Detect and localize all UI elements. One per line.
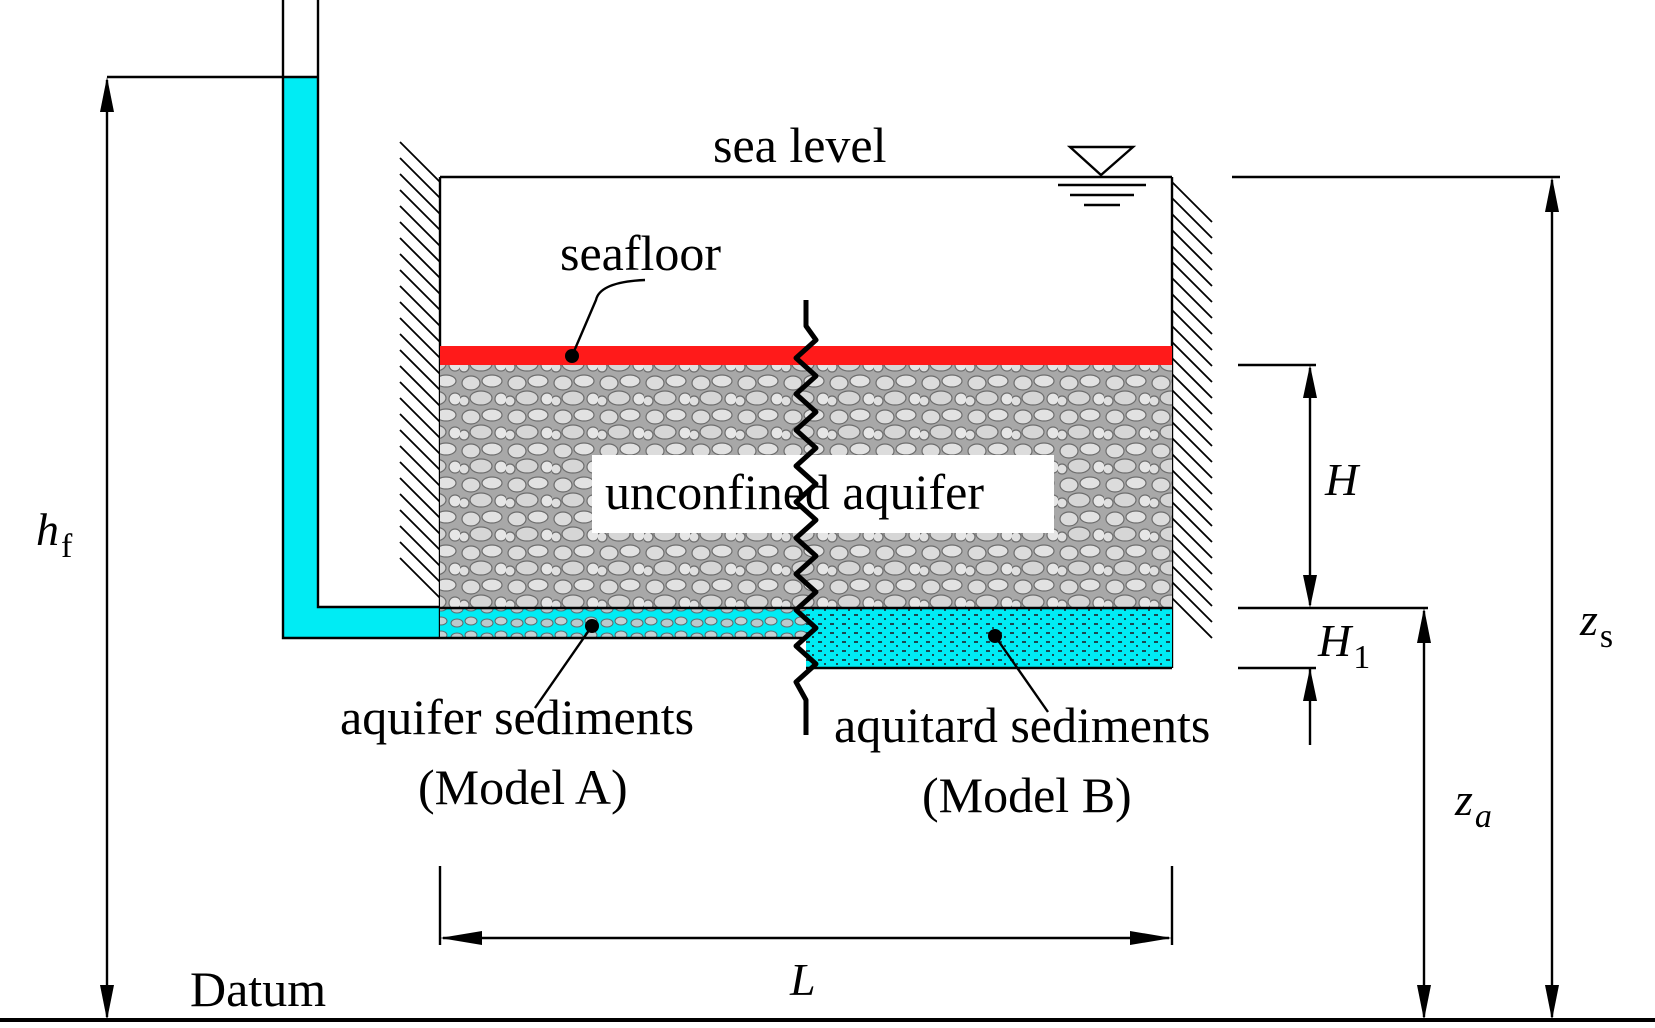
piezometer-tube: [281, 0, 440, 640]
hatch-mark: [1171, 357, 1213, 399]
h1-dimension: [1238, 606, 1428, 745]
hatch-mark: [1171, 373, 1213, 415]
za-symbol: za: [1454, 774, 1492, 835]
hatch-mark: [399, 285, 441, 327]
hatch-mark: [399, 445, 441, 487]
hatch-mark: [399, 317, 441, 359]
hatch-mark: [1171, 565, 1213, 607]
hatch-mark: [1171, 341, 1213, 383]
model-a-label: (Model A): [418, 759, 628, 815]
hatch-mark: [399, 237, 441, 279]
hatch-mark: [399, 429, 441, 471]
aquifer-sediments-leader: [534, 619, 599, 709]
sea-level-label: sea level: [713, 117, 887, 173]
aquifer-sediments-label: aquifer sediments: [340, 689, 694, 745]
hatch-mark: [399, 349, 441, 391]
model-b-label: (Model B): [922, 767, 1132, 823]
aquitard-sediments-leader: [988, 629, 1049, 713]
l-dimension: [438, 866, 1174, 945]
hatch-mark: [399, 141, 441, 183]
hatch-mark: [1171, 549, 1213, 591]
hf-dimension: [100, 75, 283, 1020]
hatch-mark: [1171, 453, 1213, 495]
l-symbol: L: [789, 954, 816, 1005]
hatch-mark: [1171, 421, 1213, 463]
hatch-mark: [399, 397, 441, 439]
hatch-mark: [399, 525, 441, 567]
hatch-mark: [399, 253, 441, 295]
hatch-mark: [1171, 245, 1213, 287]
hatch-mark: [399, 173, 441, 215]
hatch-mark: [399, 557, 441, 599]
hatch-mark: [1171, 501, 1213, 543]
hatch-mark: [1171, 197, 1213, 239]
za-dimension: [1417, 608, 1431, 1020]
datum-label: Datum: [190, 961, 326, 1017]
seafloor-label: seafloor: [560, 225, 721, 281]
hatch-mark: [1171, 293, 1213, 335]
hatch-mark: [1171, 389, 1213, 431]
hatch-mark: [399, 509, 441, 551]
hatch-mark: [399, 365, 441, 407]
aquitard-sediments-label: aquitard sediments: [834, 697, 1210, 753]
seafloor-layer: [440, 346, 1172, 365]
hatch-mark: [1171, 277, 1213, 319]
hatch-mark: [1171, 261, 1213, 303]
water-level-icon: [1058, 145, 1146, 207]
hatch-mark: [399, 413, 441, 455]
hatch-mark: [399, 493, 441, 535]
unconfined-aquifer-label: unconfined aquifer: [605, 464, 984, 520]
aquifer-sediments-layer: [440, 608, 806, 638]
hatch-mark: [1171, 405, 1213, 447]
hatch-mark: [399, 301, 441, 343]
left-wall-hatching: [399, 141, 441, 607]
zs-symbol: zs: [1579, 594, 1613, 655]
hatch-mark: [1171, 533, 1213, 575]
hf-symbol: hf: [36, 504, 73, 565]
hatch-mark: [1171, 597, 1213, 639]
hatch-mark: [399, 205, 441, 247]
seafloor-leader: [565, 278, 646, 363]
hatch-mark: [399, 477, 441, 519]
hatch-mark: [1171, 469, 1213, 511]
hatch-mark: [1171, 325, 1213, 367]
zs-dimension: [1232, 175, 1560, 1020]
hatch-mark: [1171, 309, 1213, 351]
hatch-mark: [1171, 229, 1213, 271]
hatch-mark: [399, 333, 441, 375]
h-symbol: H: [1324, 454, 1361, 505]
hatch-mark: [1171, 437, 1213, 479]
hatch-mark: [399, 189, 441, 231]
hatch-mark: [1171, 485, 1213, 527]
hatch-mark: [399, 269, 441, 311]
h1-symbol: H1: [1317, 615, 1370, 676]
hatch-mark: [399, 461, 441, 503]
hatch-mark: [399, 221, 441, 263]
hatch-mark: [399, 541, 441, 583]
hatch-mark: [399, 381, 441, 423]
hatch-mark: [1171, 213, 1213, 255]
hatch-mark: [1171, 181, 1213, 223]
hatch-mark: [1171, 517, 1213, 559]
h-dimension: [1238, 363, 1317, 608]
aquifer-label-box: [592, 455, 1054, 533]
right-wall-hatching: [1171, 181, 1213, 639]
break-line: [793, 300, 819, 735]
hatch-mark: [1171, 581, 1213, 623]
hatch-mark: [399, 157, 441, 199]
